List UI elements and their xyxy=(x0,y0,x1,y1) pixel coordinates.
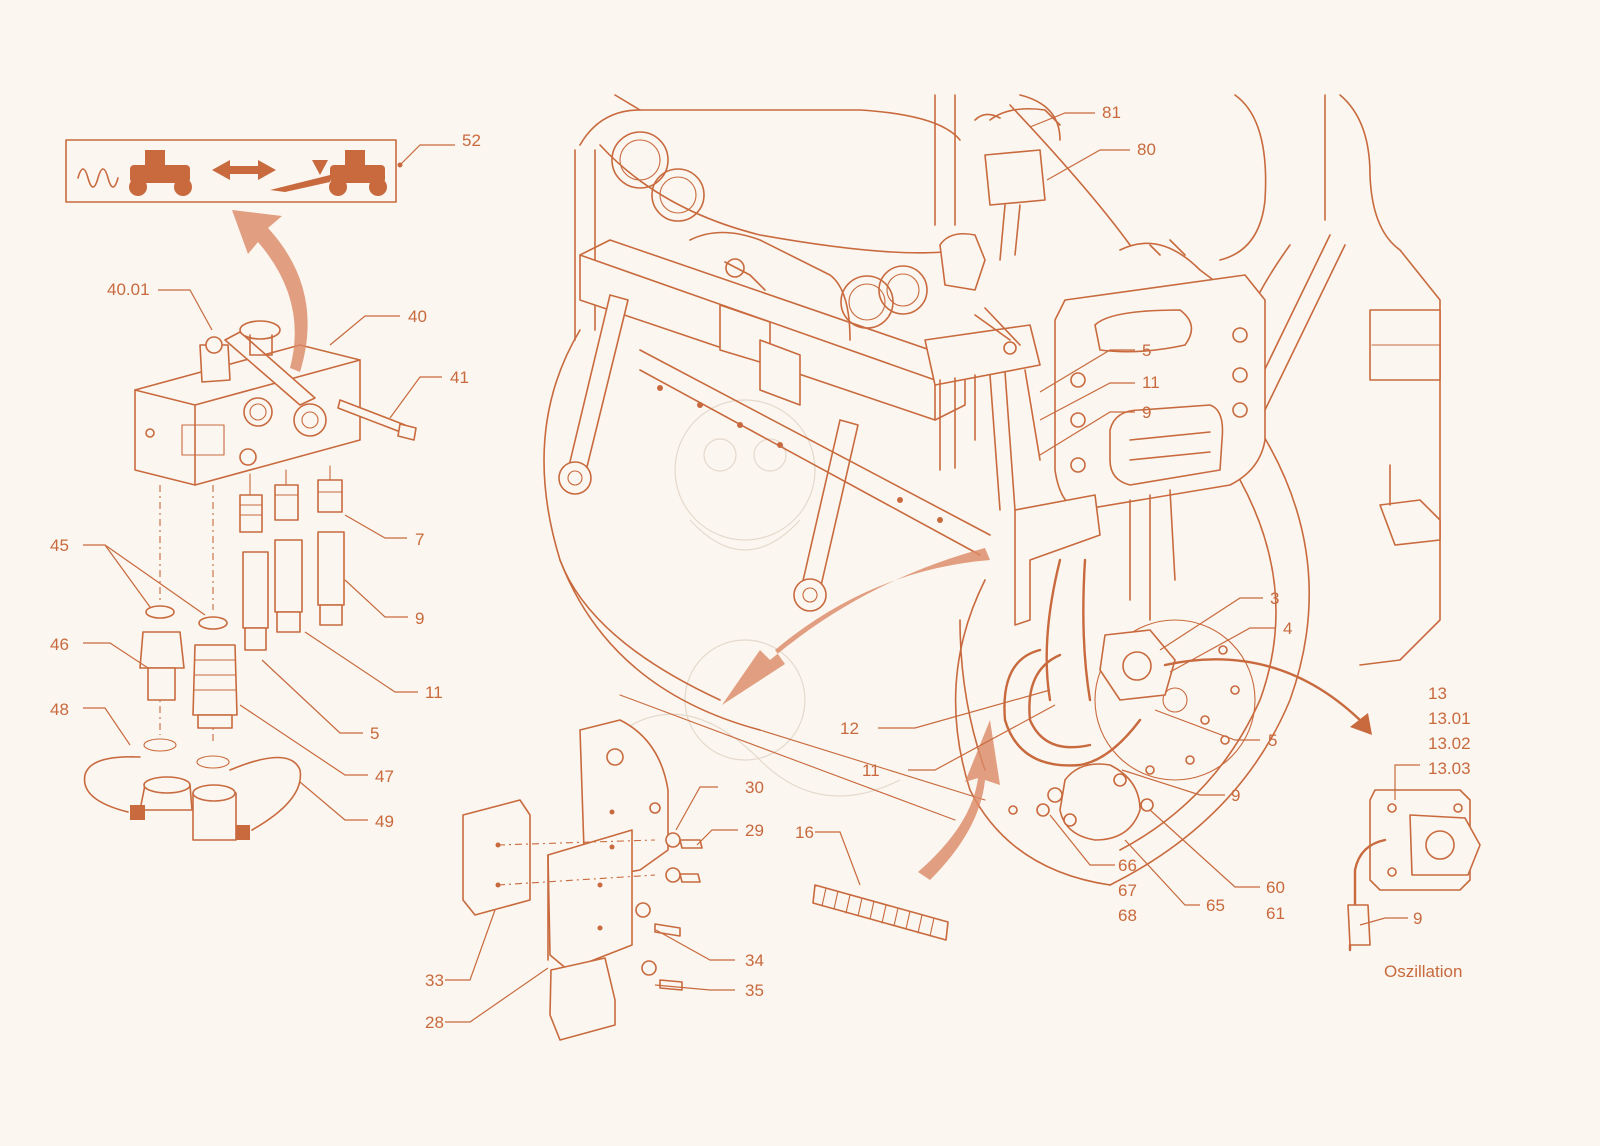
machine-frame xyxy=(558,94,1441,666)
bracket-exploded xyxy=(462,719,949,1041)
oscillation-detail xyxy=(1347,789,1481,952)
fittings xyxy=(239,465,345,651)
label-40-01: 40.01 xyxy=(107,280,150,299)
label-9: 9 xyxy=(1231,786,1241,805)
callout-arrows xyxy=(232,210,1372,880)
label-45: 45 xyxy=(50,536,69,555)
label-49: 49 xyxy=(375,812,394,831)
label-66: 66 xyxy=(1118,856,1137,875)
label-46: 46 xyxy=(50,635,69,654)
label-4: 4 xyxy=(1283,619,1293,638)
arrow-to-decal xyxy=(232,210,308,372)
label-13-03: 13.03 xyxy=(1428,759,1471,778)
label-33: 33 xyxy=(425,971,444,990)
label-28: 28 xyxy=(425,1013,444,1032)
label-47: 47 xyxy=(375,767,394,786)
label-81: 81 xyxy=(1102,103,1121,122)
label-68: 68 xyxy=(1118,906,1137,925)
label-48: 48 xyxy=(50,700,69,719)
roller-vehicle-icon xyxy=(129,150,192,196)
label-67: 67 xyxy=(1118,881,1137,900)
arrow-to-drum xyxy=(918,720,1000,880)
label-7: 7 xyxy=(415,530,425,549)
label-34: 34 xyxy=(745,951,764,970)
label-5: 5 xyxy=(1268,731,1278,750)
double-arrow-icon xyxy=(212,160,276,180)
spiral-guard xyxy=(812,884,949,941)
valve-block-mounted xyxy=(924,107,1061,511)
label-9: 9 xyxy=(415,609,425,628)
vibration-wave-icon xyxy=(77,168,119,188)
arrow-to-oscillation xyxy=(1163,658,1367,727)
label-13-02: 13.02 xyxy=(1428,734,1471,753)
label-13-01: 13.01 xyxy=(1428,709,1471,728)
label-5: 5 xyxy=(370,724,380,743)
label-5: 5 xyxy=(1142,341,1152,360)
watermark xyxy=(609,399,901,797)
label-13: 13 xyxy=(1428,684,1447,703)
label-11: 11 xyxy=(1142,373,1160,392)
label-52: 52 xyxy=(462,131,481,150)
label-35: 35 xyxy=(745,981,764,1000)
label-12: 12 xyxy=(840,719,859,738)
label-60: 60 xyxy=(1266,878,1285,897)
label-9: 9 xyxy=(1142,403,1152,422)
oscillation-motor xyxy=(1003,629,1176,841)
label-61: 61 xyxy=(1266,904,1285,923)
leader-lines xyxy=(83,112,1420,1023)
label-40: 40 xyxy=(408,307,427,326)
label-65: 65 xyxy=(1206,896,1225,915)
label-41: 41 xyxy=(450,368,469,387)
side-plate xyxy=(1014,274,1266,702)
label-30: 30 xyxy=(745,778,764,797)
label-29: 29 xyxy=(745,821,764,840)
roller-spreader-icon xyxy=(270,150,387,196)
label-11: 11 xyxy=(425,683,443,702)
label-16: 16 xyxy=(795,823,814,842)
label-9: 9 xyxy=(1413,909,1423,928)
label-3: 3 xyxy=(1270,589,1280,608)
valve-exploded xyxy=(65,139,417,841)
machine-assembly xyxy=(543,94,1441,886)
arrow-to-bracket xyxy=(722,548,990,705)
label-80: 80 xyxy=(1137,140,1156,159)
label-11: 11 xyxy=(862,761,880,780)
oscillation-caption: Oszillation xyxy=(1384,962,1463,981)
